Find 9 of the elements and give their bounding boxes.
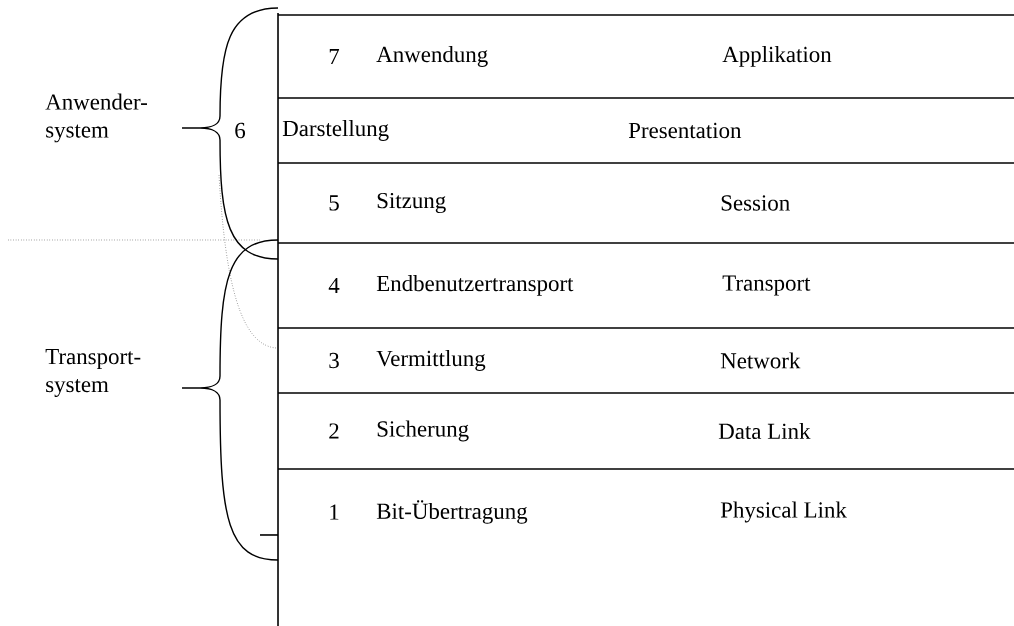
- system-label: Anwender- system: [45, 93, 147, 143]
- layer-row: 7 Anwendung Applikation: [329, 46, 832, 67]
- layer-row: 4 Endbenutzertransport Transport: [328, 275, 811, 296]
- layer-row: 5 Sitzung Session: [329, 192, 790, 214]
- layer-row: 3 Vermittlung Network: [329, 350, 801, 371]
- layer-row: 6 Darstellung Presentation: [235, 120, 742, 141]
- system-label: Transport- system: [45, 349, 141, 397]
- layer-row: 1 Bit-Übertragung Physical Link: [330, 500, 847, 524]
- layer-row: 2 Sicherung Data Link: [329, 420, 811, 442]
